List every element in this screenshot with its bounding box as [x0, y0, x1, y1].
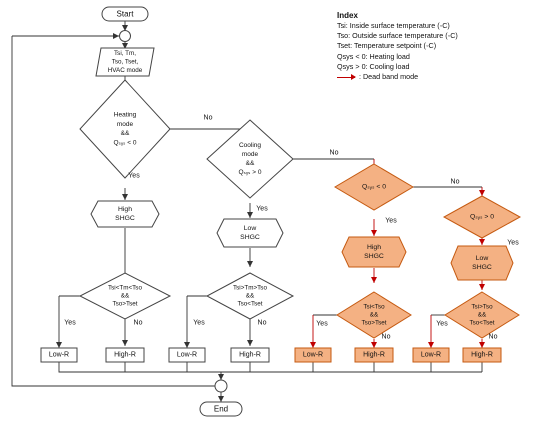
edge-label-yes: Yes [507, 240, 519, 247]
legend-item: Qsys < 0: Heating load [337, 51, 410, 61]
node-label: Low-R [421, 352, 441, 359]
node-label: && [246, 160, 255, 167]
edge-label-no: No [489, 334, 498, 341]
node-label: && [121, 130, 130, 137]
check-decision-3 [336, 291, 412, 339]
high-shgc-box-1 [90, 200, 160, 228]
high-r-box-3 [354, 347, 394, 363]
connector-line [11, 36, 215, 387]
node-label: Qₛᵧₛ < 0 [113, 139, 136, 146]
heating-mode-decision [79, 79, 171, 179]
node-label: Tsi, Tm, [114, 50, 136, 57]
node-label: && [246, 293, 255, 300]
bottom-merge-circle [214, 379, 228, 393]
legend-title: Index [337, 11, 358, 20]
node-label: Tso>Tset [112, 301, 137, 308]
legend-item: Tsi: Inside surface temperature (◦C) [337, 21, 450, 30]
node-label: Tsi>Tm>Tso [233, 284, 267, 291]
node-label: SHGC [240, 234, 260, 241]
edge-label-yes: Yes [385, 218, 397, 225]
node-label: Tso, Tset, [112, 59, 139, 66]
edge-label-yes: Yes [128, 173, 140, 180]
edge-label-no: No [382, 334, 391, 341]
node-label: Tsi<Tm<Tso [108, 284, 142, 291]
low-r-box-2 [168, 347, 206, 363]
node-label: Tsi<Tso [363, 303, 385, 310]
node-label: HVAC mode [108, 67, 143, 74]
legend-item: Tset: Temperature setpoint (◦C) [337, 41, 437, 51]
check-decision-4 [444, 291, 520, 339]
node-label: Qₛᵧₛ < 0 [362, 184, 386, 191]
edge-label-no: No [258, 320, 267, 327]
legend: Index Tsi: Inside surface temperature (◦… [337, 10, 547, 82]
node-label: End [214, 405, 228, 414]
node-label: Qₛᵧₛ > 0 [470, 214, 494, 221]
low-shgc-box-1 [216, 218, 284, 248]
node-label: High-R [363, 352, 385, 359]
node-label: mode [117, 121, 134, 128]
node-label: Low [244, 225, 257, 232]
node-label: Heating [114, 112, 137, 119]
node-label: High-R [239, 352, 261, 359]
node-label: Tsi>Tso [471, 303, 493, 310]
node-label: Cooling [239, 142, 261, 149]
edge-label-yes: Yes [64, 320, 76, 327]
end-terminal [199, 401, 243, 417]
edge-label-yes: Yes [193, 320, 205, 327]
edge-label-yes: Yes [436, 321, 448, 328]
node-label: && [121, 293, 130, 300]
node-label: Start [117, 10, 135, 19]
node-label: High-R [471, 352, 493, 359]
node-label: Low-R [49, 352, 69, 359]
node-label: SHGC [472, 264, 492, 271]
high-r-box-2 [230, 347, 270, 363]
node-label: && [370, 312, 379, 319]
qsys-negative-decision [334, 163, 414, 211]
node-label: Low-R [303, 352, 323, 359]
low-r-box-3 [294, 347, 332, 363]
node-label: Tso<Tset [469, 320, 494, 327]
node-label: High-R [114, 352, 136, 359]
edge-label-yes: Yes [316, 321, 328, 328]
node-label: Low-R [177, 352, 197, 359]
legend-item: Qsys > 0: Cooling load [337, 61, 410, 71]
low-shgc-box-2 [450, 245, 514, 281]
check-decision-1 [78, 272, 172, 320]
node-label: Tso>Tset [361, 320, 386, 327]
top-merge-circle [119, 30, 131, 42]
low-r-box-4 [412, 347, 450, 363]
legend-item: Tso: Outside surface temperature (◦C) [337, 31, 458, 41]
edge-label-no: No [330, 150, 339, 157]
node-label: Low [476, 255, 489, 262]
check-decision-2 [205, 272, 295, 320]
connectors [11, 21, 485, 402]
legend-dead-band-label: : Dead band mode [359, 72, 419, 82]
edge-label-no: No [451, 179, 460, 186]
connector-line [58, 362, 482, 373]
node-label: Qₛᵧₛ > 0 [238, 169, 261, 176]
high-shgc-box-2 [341, 236, 407, 268]
dead-band-arrow-icon [337, 74, 356, 81]
node-label: Tso<Tset [237, 301, 262, 308]
edge-label-no: No [204, 115, 213, 122]
qsys-positive-decision [442, 195, 522, 239]
edge-label-yes: Yes [256, 206, 268, 213]
node-label: High [367, 244, 381, 251]
node-label: High [118, 206, 132, 213]
low-r-box-1 [40, 347, 78, 363]
node-label: SHGC [115, 215, 135, 222]
start-terminal [101, 6, 149, 22]
input-parallelogram [95, 47, 155, 77]
edge-label-no: No [134, 320, 143, 327]
legend-dead-band: : Dead band mode [337, 72, 547, 82]
node-label: SHGC [364, 253, 384, 260]
high-r-box-4 [462, 347, 502, 363]
node-label: && [478, 312, 487, 319]
high-r-box-1 [105, 347, 145, 363]
cooling-mode-decision [206, 119, 294, 199]
node-label: mode [242, 151, 259, 158]
